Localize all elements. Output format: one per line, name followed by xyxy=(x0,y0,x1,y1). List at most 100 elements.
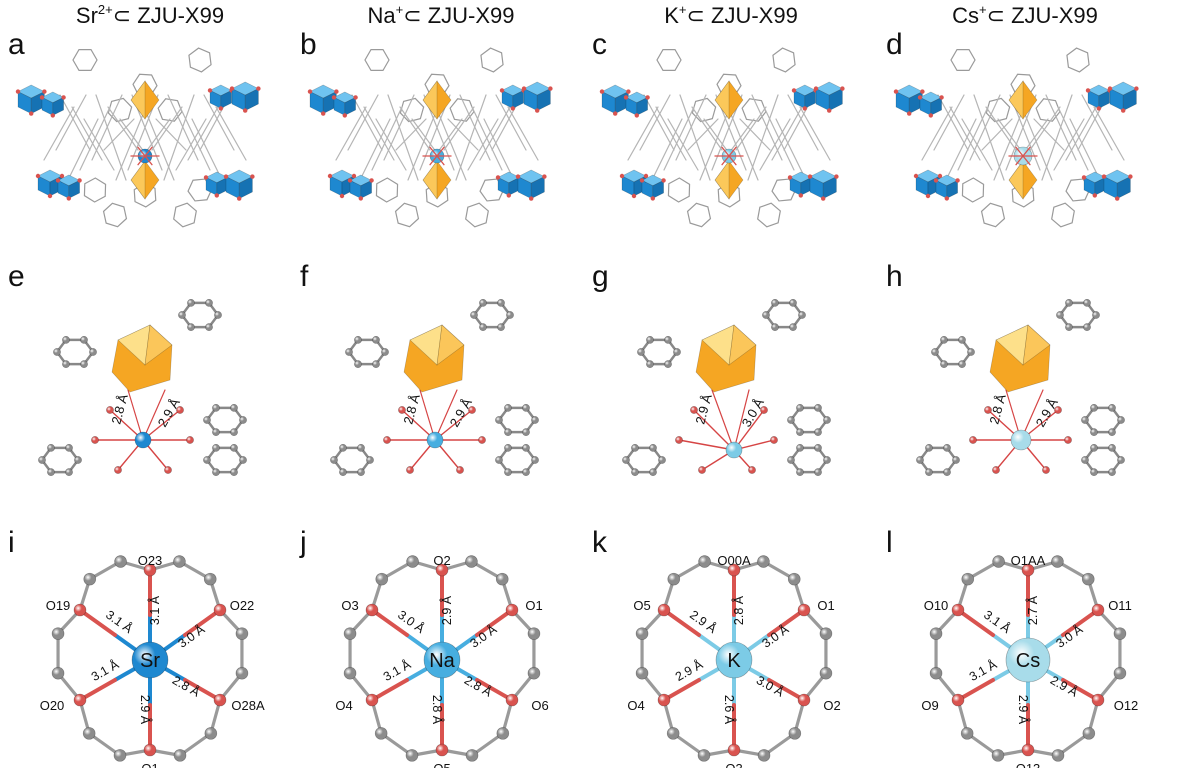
carbon-atom-4-0 xyxy=(823,456,831,464)
carbon-atom-b-3 xyxy=(960,727,974,740)
linker-ring-7 xyxy=(173,202,197,228)
linker-bond-b13 xyxy=(43,106,75,161)
blue-cluster-tr2-right xyxy=(828,88,843,112)
linker-bond-12 xyxy=(203,94,235,151)
blue-cluster-tl-o3 xyxy=(907,111,912,116)
blue-cluster-tr-right xyxy=(220,89,232,109)
ion-bond-outer-4 xyxy=(956,678,995,702)
linker-ring-1 xyxy=(772,47,796,73)
carbon-atom-0-5 xyxy=(958,335,966,344)
linker-bond-b12 xyxy=(933,94,965,151)
linker-ring-0 xyxy=(656,49,682,71)
linker-bond-b7 xyxy=(993,106,1025,181)
linker-ring-0 xyxy=(364,49,390,71)
blue-cluster-tl-o1 xyxy=(307,89,313,94)
ion-bond-outer-2 xyxy=(183,678,222,702)
orange-cluster-top xyxy=(714,80,744,120)
blue-cluster-br2-o3 xyxy=(529,196,534,201)
cation-ball xyxy=(134,431,152,449)
linker-ring-4 xyxy=(667,177,691,203)
orange-polyhedron-face2 xyxy=(1022,324,1051,366)
linker-bond-7 xyxy=(435,106,467,181)
blue-cluster-tl2-o3 xyxy=(50,113,55,118)
carbon-atom-2-5 xyxy=(1108,403,1116,412)
blue-cluster-tl2-o2 xyxy=(939,95,944,100)
bond-length-0: 2.7 Å xyxy=(1025,595,1040,625)
orange-cluster-top-face xyxy=(422,80,438,120)
blue-cluster-bl2-o2 xyxy=(77,178,82,183)
linker-bond-11 xyxy=(483,118,515,181)
carbon-atom-3-2 xyxy=(47,468,55,477)
blue-cluster-tl xyxy=(599,84,631,116)
blue-cluster-bl2-o1 xyxy=(55,178,61,183)
oxygen-atom-1 xyxy=(114,466,122,474)
blue-cluster-br-o3 xyxy=(214,193,219,198)
oxygen-atom-2 xyxy=(748,466,756,474)
carbon-atom-1-5 xyxy=(497,298,505,307)
linker-bond-b8 xyxy=(395,118,427,151)
linker-bond-b1 xyxy=(1065,106,1097,161)
blue-cluster-br2-o1 xyxy=(807,174,813,179)
carbon-atom-2-0 xyxy=(239,416,247,424)
oxygen-atom-1 xyxy=(698,466,706,474)
blue-cluster-bl-o3 xyxy=(925,193,931,199)
linker-bond-10 xyxy=(471,106,503,171)
linker-bond-9 xyxy=(751,94,783,161)
linker-ring-4 xyxy=(375,177,399,203)
blue-cluster-br-o1 xyxy=(787,175,793,180)
linker-ring-1 xyxy=(188,47,212,73)
carbon-atom-b-0 xyxy=(1081,572,1095,586)
oxygen-atom-4 xyxy=(365,693,379,707)
blue-cluster-tl-o2 xyxy=(626,89,631,94)
oxygen-atom-3 xyxy=(770,436,778,444)
oxygen-atom-3 xyxy=(186,436,194,444)
linker-ring-7 xyxy=(1051,202,1075,228)
linker-bond-b8 xyxy=(103,118,135,151)
carbon-atom-3-0 xyxy=(74,456,82,464)
carbon-atom-4-0 xyxy=(239,456,247,464)
carbon-atom-a-1 xyxy=(1113,627,1127,640)
blue-cluster-tr2-right xyxy=(536,88,551,112)
linker-bond-8 xyxy=(447,118,479,151)
blue-cluster-tl2 xyxy=(39,91,66,118)
blue-cluster-br2 xyxy=(807,169,839,201)
blue-cluster-br2-o2 xyxy=(250,174,255,179)
linker-bond-11 xyxy=(775,118,807,181)
carbon-atom-0-2 xyxy=(646,360,654,369)
blue-cluster-tl2 xyxy=(331,91,358,118)
carbon-atom-b-5 xyxy=(992,555,1005,568)
linker-bond-b9 xyxy=(383,94,415,161)
linker-bond-1 xyxy=(71,106,103,161)
blue-cluster-tl xyxy=(307,84,339,116)
linker-ring-6 xyxy=(980,202,1006,228)
blue-cluster-bl2-o1 xyxy=(933,178,939,183)
carbon-atom-1-4 xyxy=(771,298,779,307)
linker-bond-b7 xyxy=(407,106,439,181)
framework-view-0 xyxy=(15,47,261,228)
carbon-atom-b-2 xyxy=(757,749,771,762)
blue-cluster-bl2-right xyxy=(360,179,372,199)
carbon-atom-a-1 xyxy=(527,627,541,640)
carbon-atom-0-5 xyxy=(664,335,672,344)
blue-cluster-tl-o2 xyxy=(920,89,925,94)
blue-cluster-tl2-right xyxy=(930,96,942,116)
carbon-atom-0-1 xyxy=(80,360,88,369)
linker-ring-0 xyxy=(950,49,976,71)
blue-cluster-tr-o3 xyxy=(1096,106,1101,111)
blue-cluster-bl xyxy=(35,169,65,199)
central-cation xyxy=(715,641,753,679)
atom-label-5: O10 xyxy=(924,598,949,613)
blue-cluster-tr-o3 xyxy=(510,106,515,111)
panel-label-i: i xyxy=(8,526,15,559)
linker-bond-0 xyxy=(643,94,675,151)
frame-bond-b-3 xyxy=(965,731,1000,757)
carbon-atom-4-2 xyxy=(212,468,220,477)
carbon-atom-2-4 xyxy=(796,403,804,412)
linker-bond-3 xyxy=(679,94,711,181)
bond-length-1: 3.0 Å xyxy=(175,621,208,651)
linker-bond-b13 xyxy=(335,106,367,161)
carbon-atom-3-0 xyxy=(658,456,666,464)
cation-o-bond-1 xyxy=(144,155,153,166)
column-title-k: K+⊂ ZJU-X99 xyxy=(664,2,798,28)
central-cation-label: K xyxy=(727,650,741,672)
